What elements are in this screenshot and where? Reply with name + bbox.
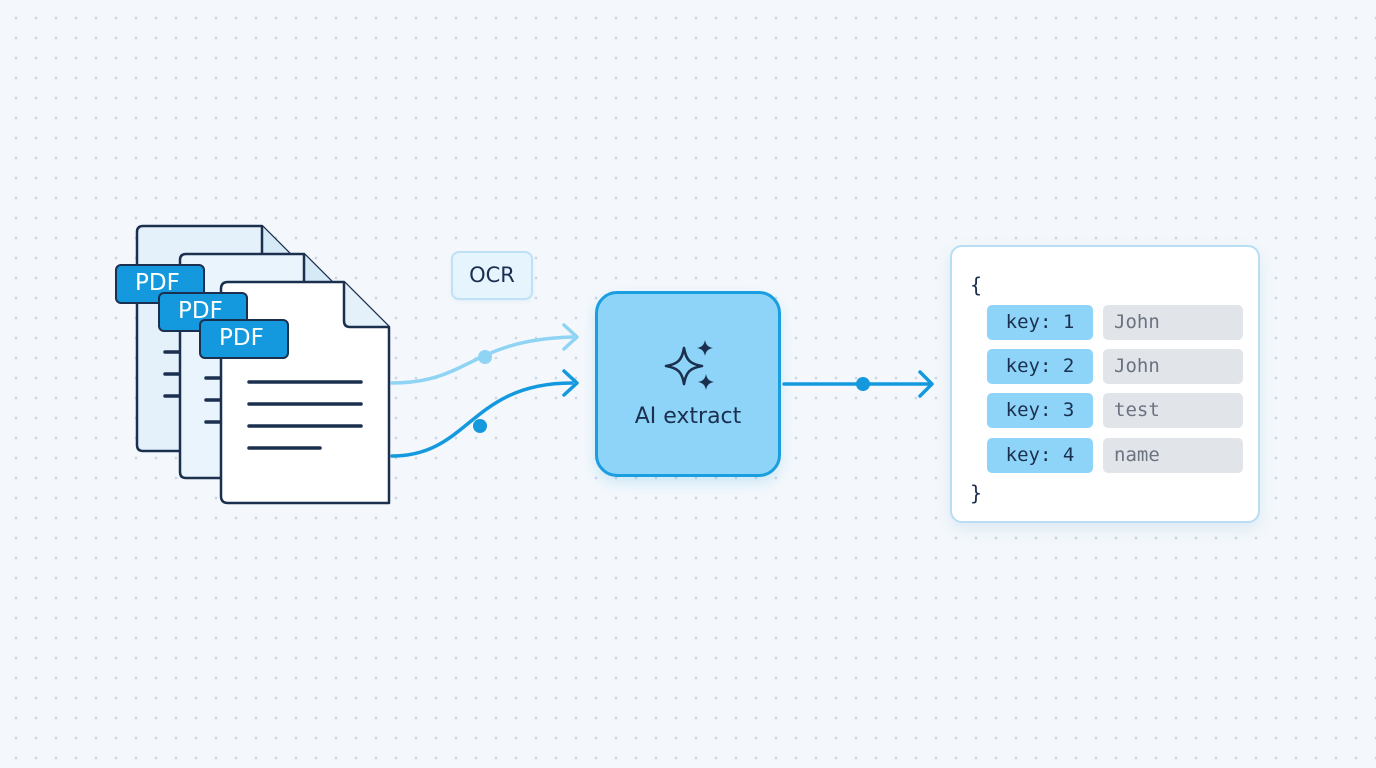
- pdf-tag: PDF: [199, 319, 289, 359]
- ai-extract-box: AI extract: [595, 291, 781, 477]
- flow-line-dark: [390, 381, 574, 458]
- json-row: key: 2 John: [987, 349, 1243, 384]
- flow-connector-output: [782, 370, 934, 398]
- flow-connector-direct: [390, 369, 579, 458]
- close-brace: }: [970, 481, 983, 505]
- json-key: key: 1: [987, 305, 1093, 340]
- flow-dot-output: [856, 377, 870, 391]
- json-output-card: { key: 1 John key: 2 John key: 3 test ke…: [950, 245, 1260, 523]
- json-key: key: 3: [987, 393, 1093, 428]
- json-value: name: [1103, 438, 1243, 473]
- sparkles-icon: [664, 340, 714, 390]
- json-value: John: [1103, 349, 1243, 384]
- json-row: key: 1 John: [987, 305, 1243, 340]
- json-key: key: 4: [987, 438, 1093, 473]
- ai-extract-label: AI extract: [634, 404, 742, 429]
- arrowhead-light: [562, 323, 579, 351]
- flow-line-light: [390, 335, 574, 385]
- flow-dot-dark: [473, 419, 487, 433]
- document-fold: [342, 282, 389, 329]
- open-brace: {: [970, 273, 983, 297]
- arrowhead-dark: [562, 369, 579, 397]
- flow-dot-light: [478, 350, 492, 364]
- arrowhead-output: [918, 370, 934, 398]
- json-row: key: 4 name: [987, 438, 1243, 473]
- json-row: key: 3 test: [987, 393, 1243, 428]
- json-value: John: [1103, 305, 1243, 340]
- json-key: key: 2: [987, 349, 1093, 384]
- ocr-label: OCR: [451, 251, 533, 300]
- flow-connector-ocr: [390, 323, 579, 385]
- json-value: test: [1103, 393, 1243, 428]
